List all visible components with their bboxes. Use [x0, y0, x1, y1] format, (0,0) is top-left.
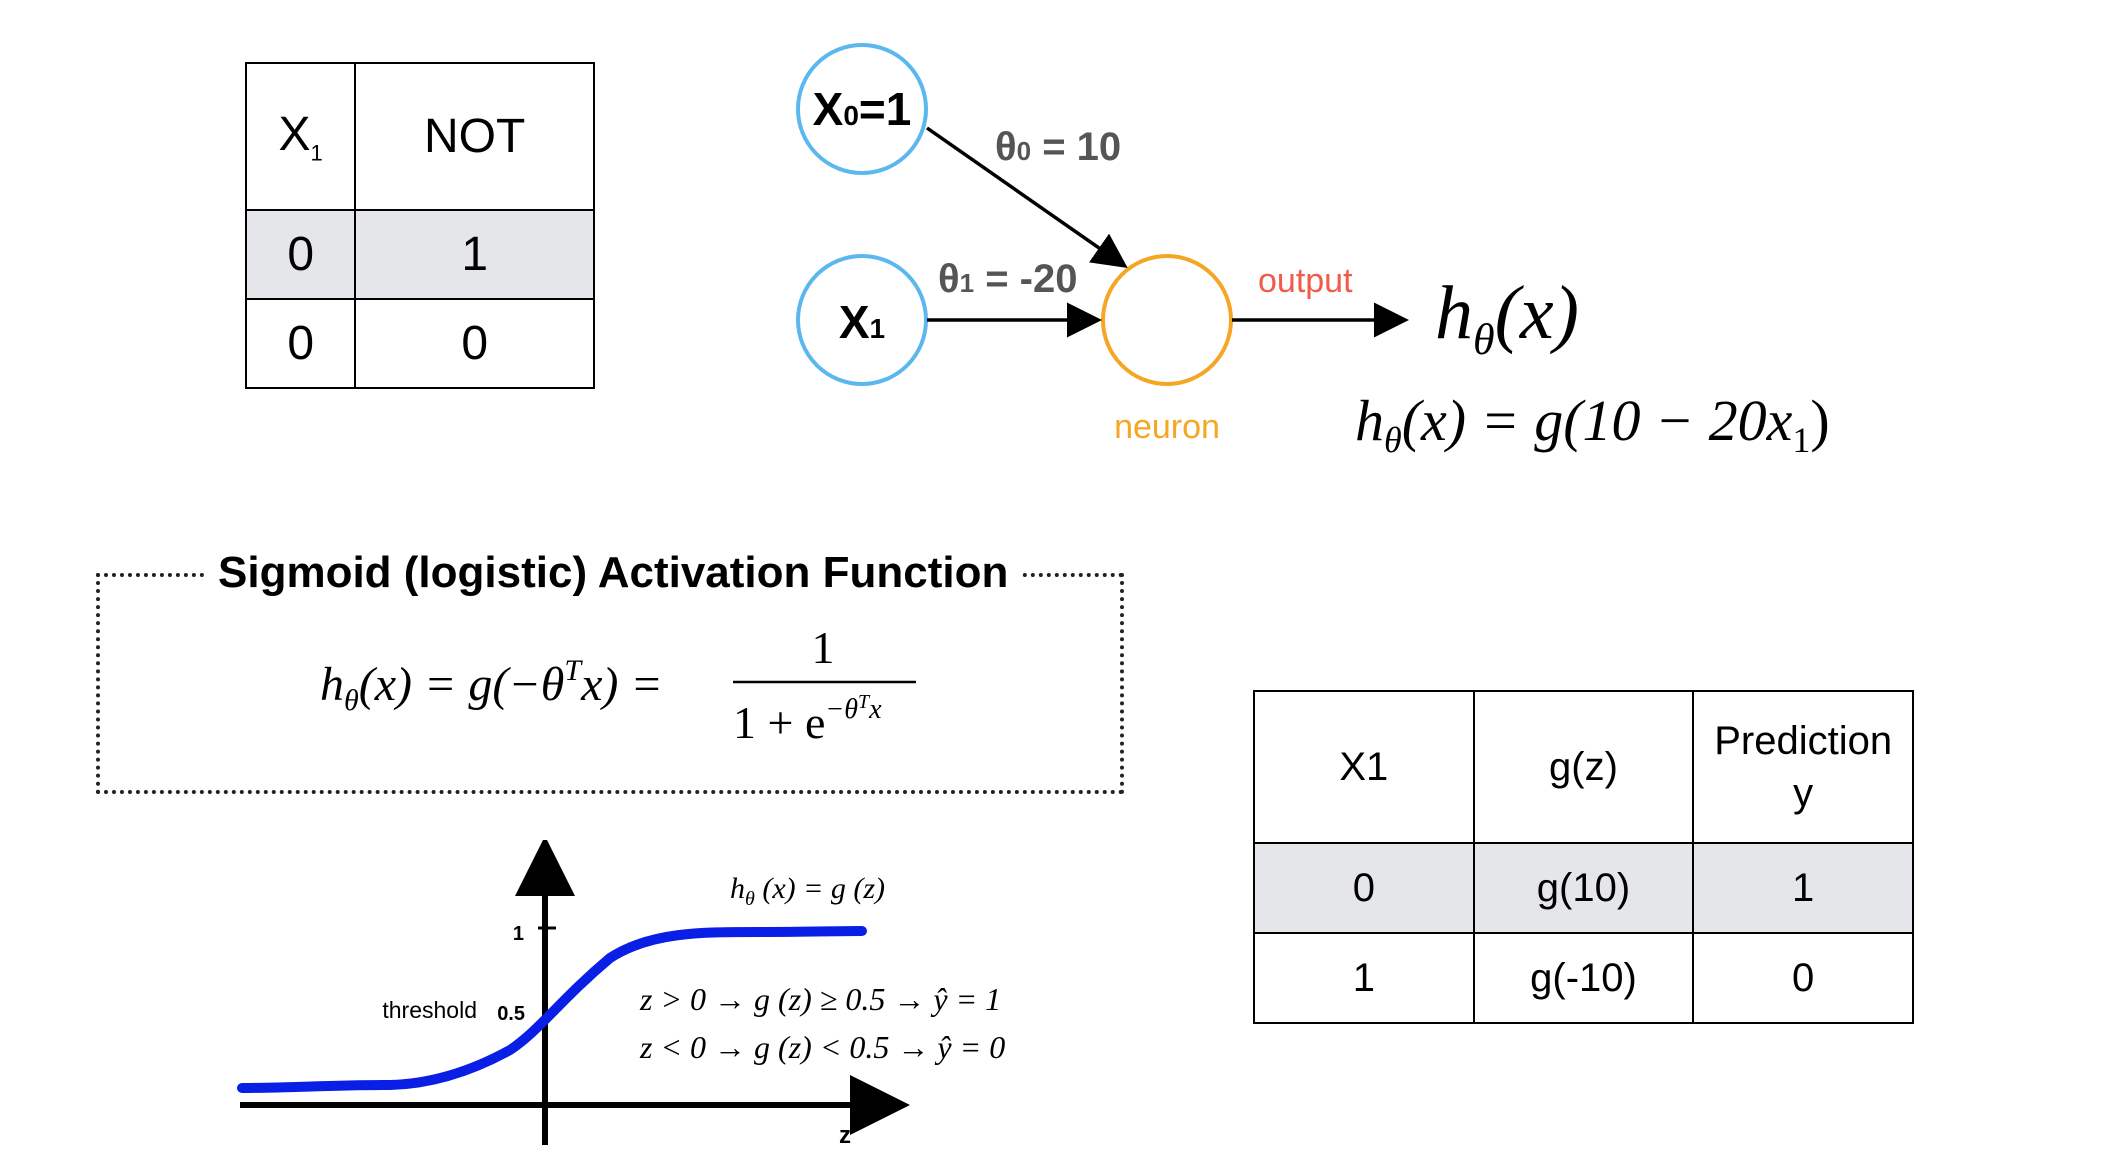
- table-cell: g(-10): [1472, 932, 1695, 1024]
- table-cell: 0: [244, 298, 357, 389]
- curve-label: hθ (x) = g (z): [730, 872, 885, 910]
- neuron-diagram: X0=1 X1 θ0 = 10 θ1 = -20 output neuron h…: [796, 43, 1830, 460]
- threshold-label: threshold: [382, 997, 477, 1023]
- sigmoid-plot: 1 0.5 threshold z hθ (x) = g (z) z > 0 →…: [237, 840, 1005, 1149]
- header-x1: X1: [244, 62, 357, 211]
- header-gz: g(z): [1472, 690, 1695, 844]
- header-prediction: Prediction y: [1692, 690, 1914, 844]
- not-truth-table: X1 NOT 0 1 0 0: [244, 62, 595, 389]
- rule-positive: z > 0 → g (z) ≥ 0.5 → ŷ = 1: [639, 981, 1001, 1017]
- h-theta-output: hθ(x): [1435, 271, 1579, 364]
- sigmoid-lhs: hθ(x) = g(−θTx) =: [320, 654, 663, 717]
- sigmoid-formula: hθ(x) = g(−θTx) = 1 1 + e−θTx: [320, 622, 916, 748]
- table-cell: 1: [1253, 932, 1475, 1024]
- theta0-label: θ0 = 10: [995, 125, 1121, 169]
- z-axis-label: z: [839, 1122, 851, 1149]
- rule-negative: z < 0 → g (z) < 0.5 → ŷ = 0: [639, 1029, 1005, 1065]
- table-cell: 1: [354, 209, 595, 300]
- sigmoid-title: Sigmoid (logistic) Activation Function: [206, 548, 1021, 598]
- prediction-table: X1 g(z) Prediction y 0 g(10) 1 1 g(-10) …: [1253, 690, 1914, 1024]
- table-row: 0 1: [244, 209, 595, 300]
- table-cell: 0: [244, 209, 357, 300]
- input-node-x0: [796, 43, 928, 175]
- neuron-label: neuron: [1114, 408, 1220, 446]
- x1-label: X1: [839, 296, 885, 348]
- hypothesis-formula: hθ(x) = g(10 − 20x1): [1355, 388, 1830, 460]
- input-node-x1: [796, 254, 928, 386]
- header-x1: X1: [1253, 690, 1475, 844]
- tick-label-1: 1: [513, 923, 524, 945]
- sigmoid-numerator: 1: [812, 622, 835, 673]
- table-row: 1 g(-10) 0: [1253, 932, 1914, 1024]
- sigmoid-denominator: 1 + e−θTx: [733, 691, 882, 748]
- theta1-label: θ1 = -20: [938, 257, 1078, 301]
- neuron-node: [1101, 254, 1233, 386]
- output-label: output: [1258, 262, 1353, 300]
- x0-label: X0=1: [813, 83, 912, 135]
- edge-x0-neuron: [925, 126, 1128, 269]
- table-cell: 1: [1692, 842, 1914, 934]
- table-header-row: X1 g(z) Prediction y: [1253, 690, 1914, 844]
- table-header-row: X1 NOT: [244, 62, 595, 211]
- table-cell: g(10): [1472, 842, 1695, 934]
- table-cell: 0: [1253, 842, 1475, 934]
- table-cell: 0: [354, 298, 595, 389]
- header-not: NOT: [354, 62, 595, 211]
- table-row: 0 g(10) 1: [1253, 842, 1914, 934]
- table-cell: 0: [1692, 932, 1914, 1024]
- sigmoid-curve: [237, 926, 867, 1093]
- tick-label-05: 0.5: [497, 1003, 525, 1025]
- table-row: 0 0: [244, 298, 595, 389]
